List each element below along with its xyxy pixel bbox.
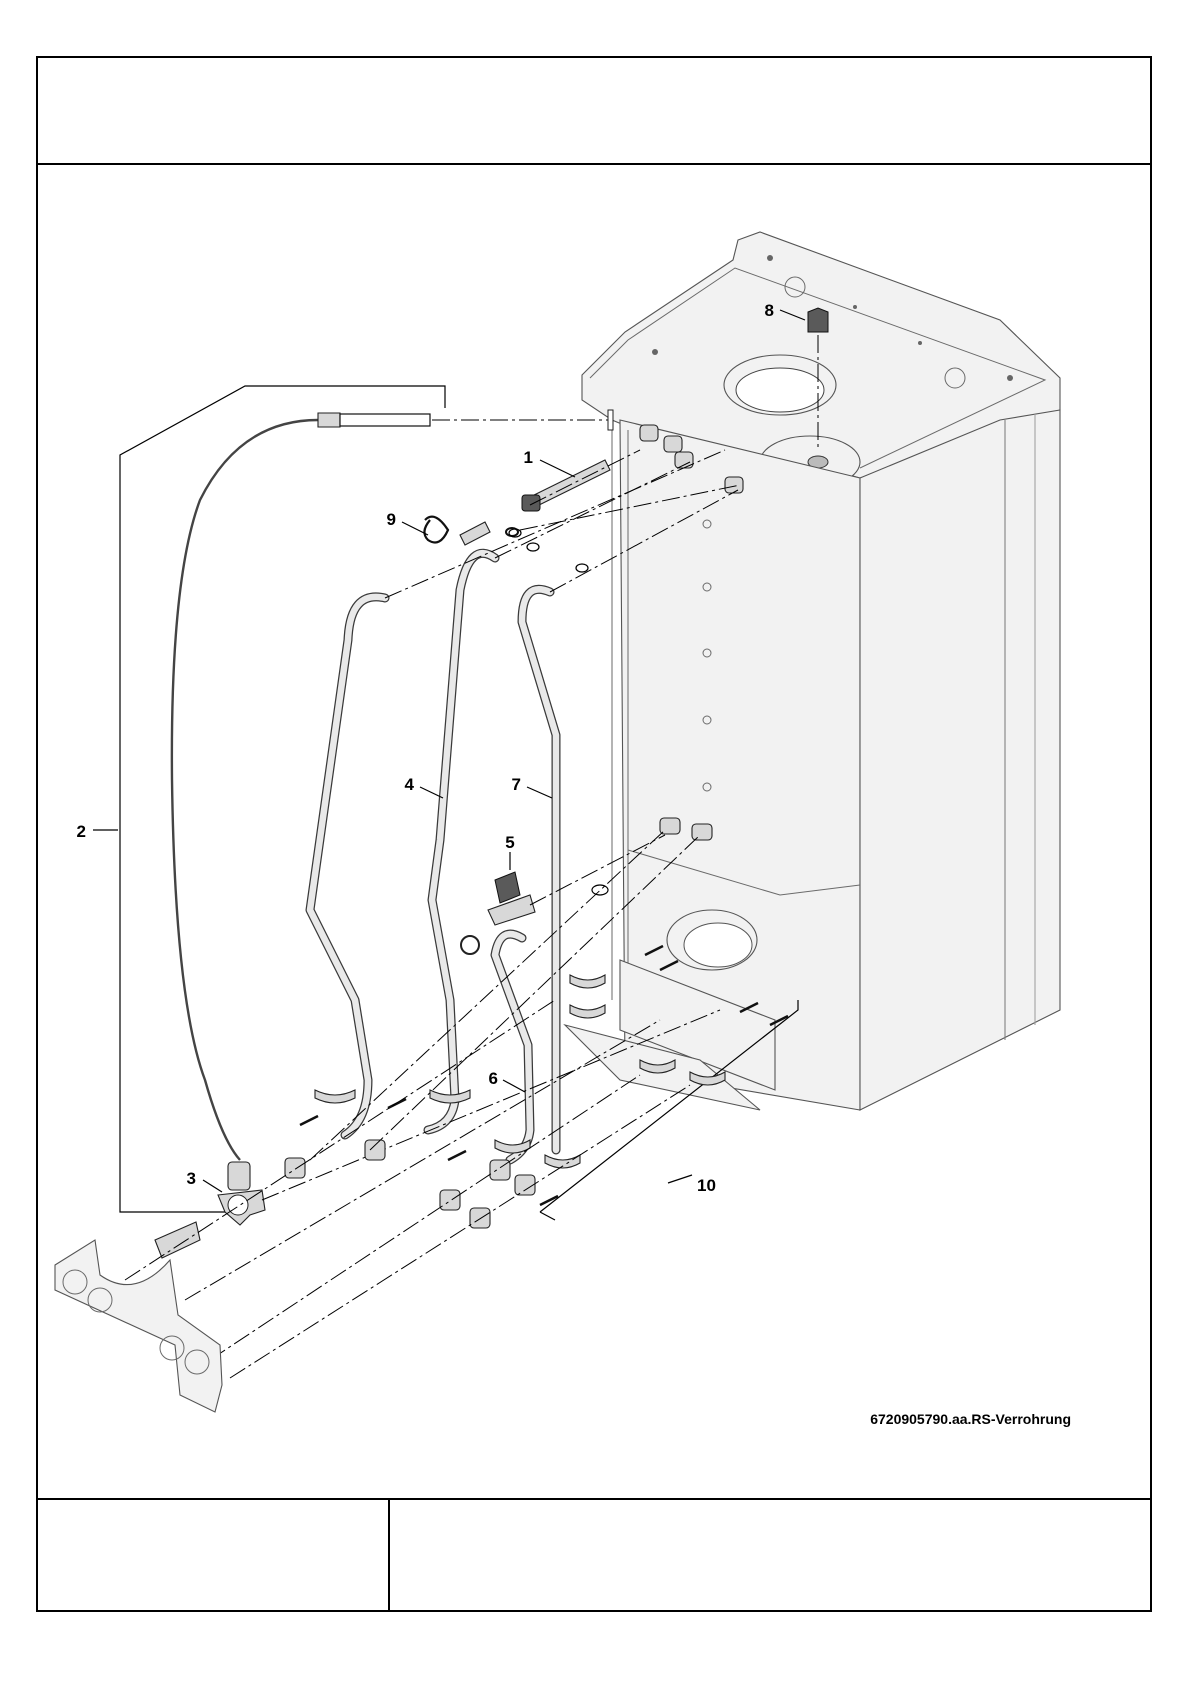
callout-8: 8: [765, 301, 774, 320]
callout-1: 1: [524, 448, 533, 467]
fittings: [285, 1140, 535, 1228]
callout-5: 5: [505, 833, 514, 852]
callout-9: 9: [387, 510, 396, 529]
pipe-4: [428, 553, 495, 1130]
callout-10: 10: [697, 1176, 716, 1195]
pipe-left: [310, 597, 385, 1135]
callout-2: 2: [77, 822, 86, 841]
callout-6: 6: [489, 1069, 498, 1088]
callout-4: 4: [405, 775, 415, 794]
drawing-reference: 6720905790.aa.RS-Verrohrung: [870, 1411, 1071, 1427]
wall-connection-template: [55, 1240, 222, 1412]
pipe-6: [495, 934, 530, 1160]
callout-7: 7: [512, 775, 521, 794]
callout-3: 3: [187, 1169, 196, 1188]
